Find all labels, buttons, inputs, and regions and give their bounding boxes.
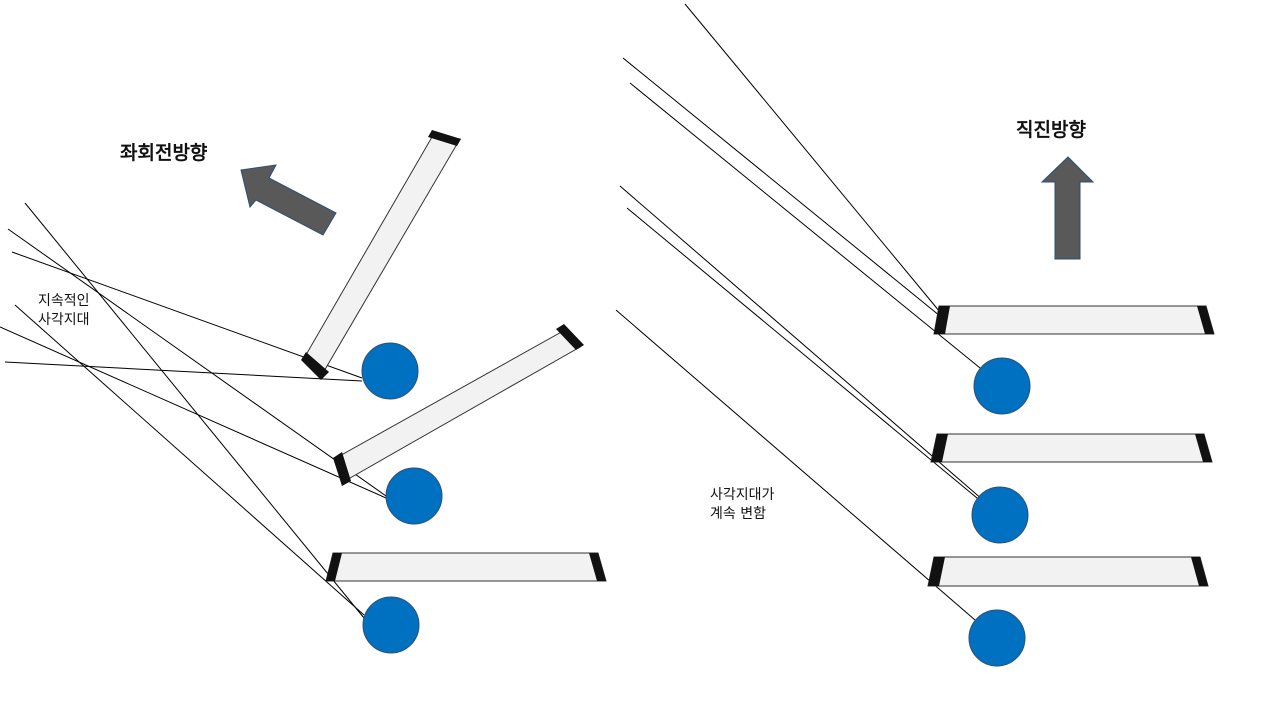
sight-line — [684, 3, 941, 313]
driver-eye — [362, 596, 420, 654]
front-pillar — [1197, 306, 1214, 334]
right-blind-spot-note: 사각지대가 계속 변함 — [710, 486, 774, 524]
straight-title: 직진방향 — [1016, 119, 1086, 141]
driver-eye — [968, 609, 1026, 667]
rear-pillar — [928, 557, 945, 586]
left-turn-arrow-icon — [240, 164, 337, 236]
rear-pillar — [326, 553, 342, 581]
vehicle-body-left-3 — [325, 552, 607, 582]
rear-pillar — [934, 306, 950, 334]
front-pillar — [589, 553, 606, 581]
right-panel — [615, 3, 1215, 667]
sight-line — [7, 228, 387, 497]
note-line: 사각지대가 — [710, 487, 775, 503]
front-pillar — [428, 130, 461, 146]
sight-line — [622, 57, 941, 317]
rear-pillar — [301, 352, 329, 380]
vehicle-body-right-3 — [927, 556, 1209, 587]
left-panel — [0, 130, 607, 654]
sight-line — [24, 202, 365, 619]
vehicle-body — [325, 552, 607, 582]
vehicle-body — [302, 136, 461, 379]
sight-line — [4, 361, 363, 382]
note-line: 지속적인 — [38, 293, 90, 309]
driver-eye — [361, 342, 419, 400]
note-line: 사각지대 — [38, 312, 90, 328]
front-pillar — [1191, 557, 1208, 586]
left-turn-title: 좌회전방향 — [120, 142, 208, 164]
right-sight-lines — [615, 3, 986, 627]
rear-pillar — [931, 434, 948, 462]
straight-arrow-icon — [1040, 156, 1095, 260]
sight-line — [615, 309, 983, 627]
driver-eye — [385, 467, 443, 525]
vehicle-body-right-2 — [930, 433, 1213, 463]
sight-line — [629, 82, 986, 373]
front-pillar — [556, 324, 584, 350]
vehicle-body — [933, 305, 1215, 335]
sight-line — [619, 185, 984, 501]
sight-line — [0, 326, 387, 499]
left-blind-spot-note: 지속적인 사각지대 — [38, 292, 90, 330]
driver-eye — [973, 357, 1031, 415]
vehicle-body-left-1 — [301, 130, 461, 380]
sight-line — [14, 304, 365, 616]
vehicle-body — [930, 433, 1213, 463]
driver-eye — [971, 486, 1029, 544]
front-pillar — [1195, 434, 1212, 462]
vehicle-body-right-1 — [933, 305, 1215, 335]
vehicle-body — [927, 556, 1209, 587]
rear-pillar — [333, 452, 351, 486]
sight-line — [626, 207, 984, 504]
left-sight-lines — [0, 202, 387, 619]
note-line: 계속 변함 — [710, 506, 766, 522]
vehicle-body-left-2 — [333, 324, 584, 486]
